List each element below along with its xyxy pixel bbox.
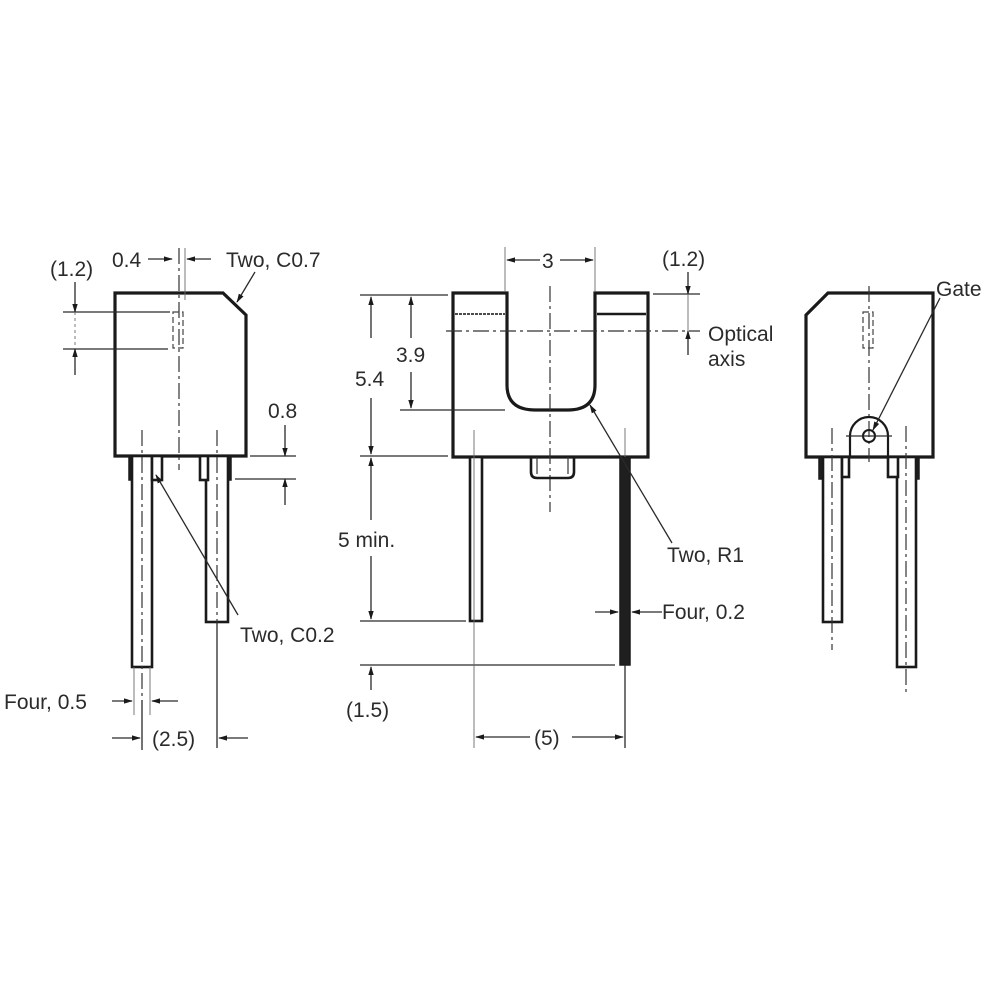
label-lead-length: 5 min. <box>338 529 395 552</box>
label-body-height: 5.4 <box>355 368 385 391</box>
left-side-view: (1.2) 0.4 Two, C0.7 0.8 Two, C0.2 Four, … <box>4 248 335 751</box>
label-left-width-small: 0.4 <box>112 249 142 272</box>
front-view: 3 (1.2) Optical axis 3.9 5.4 5 min. Two,… <box>338 247 773 750</box>
label-left-lead-width: Four, 0.5 <box>4 691 87 714</box>
label-front-top-offset: (1.2) <box>662 248 705 271</box>
gate-arch <box>848 415 890 457</box>
label-slot-width: 3 <box>542 250 554 273</box>
label-left-lead-pitch: (2.5) <box>152 728 195 751</box>
label-lead-spacing: (5) <box>534 727 560 750</box>
right-side-view: Gate <box>804 278 982 695</box>
label-slot-depth: 3.9 <box>396 344 425 367</box>
front-view-lead-1 <box>468 455 484 623</box>
label-left-step-height: 0.8 <box>268 400 297 423</box>
label-lead-offset: (1.5) <box>346 699 389 722</box>
label-optical-axis-1: Optical <box>708 323 773 346</box>
label-lead-thickness: Four, 0.2 <box>662 601 745 624</box>
label-optical-axis-2: axis <box>708 348 745 371</box>
label-left-top-offset: (1.2) <box>50 258 93 281</box>
front-body-outline <box>451 291 650 459</box>
label-left-chamfer-top: Two, C0.7 <box>226 249 321 272</box>
label-slot-radius: Two, R1 <box>667 544 744 567</box>
label-left-lead-chamfer: Two, C0.2 <box>240 624 335 647</box>
left-body-outline <box>113 291 248 458</box>
front-view-lead-2 <box>619 456 631 666</box>
label-gate: Gate <box>936 278 982 301</box>
